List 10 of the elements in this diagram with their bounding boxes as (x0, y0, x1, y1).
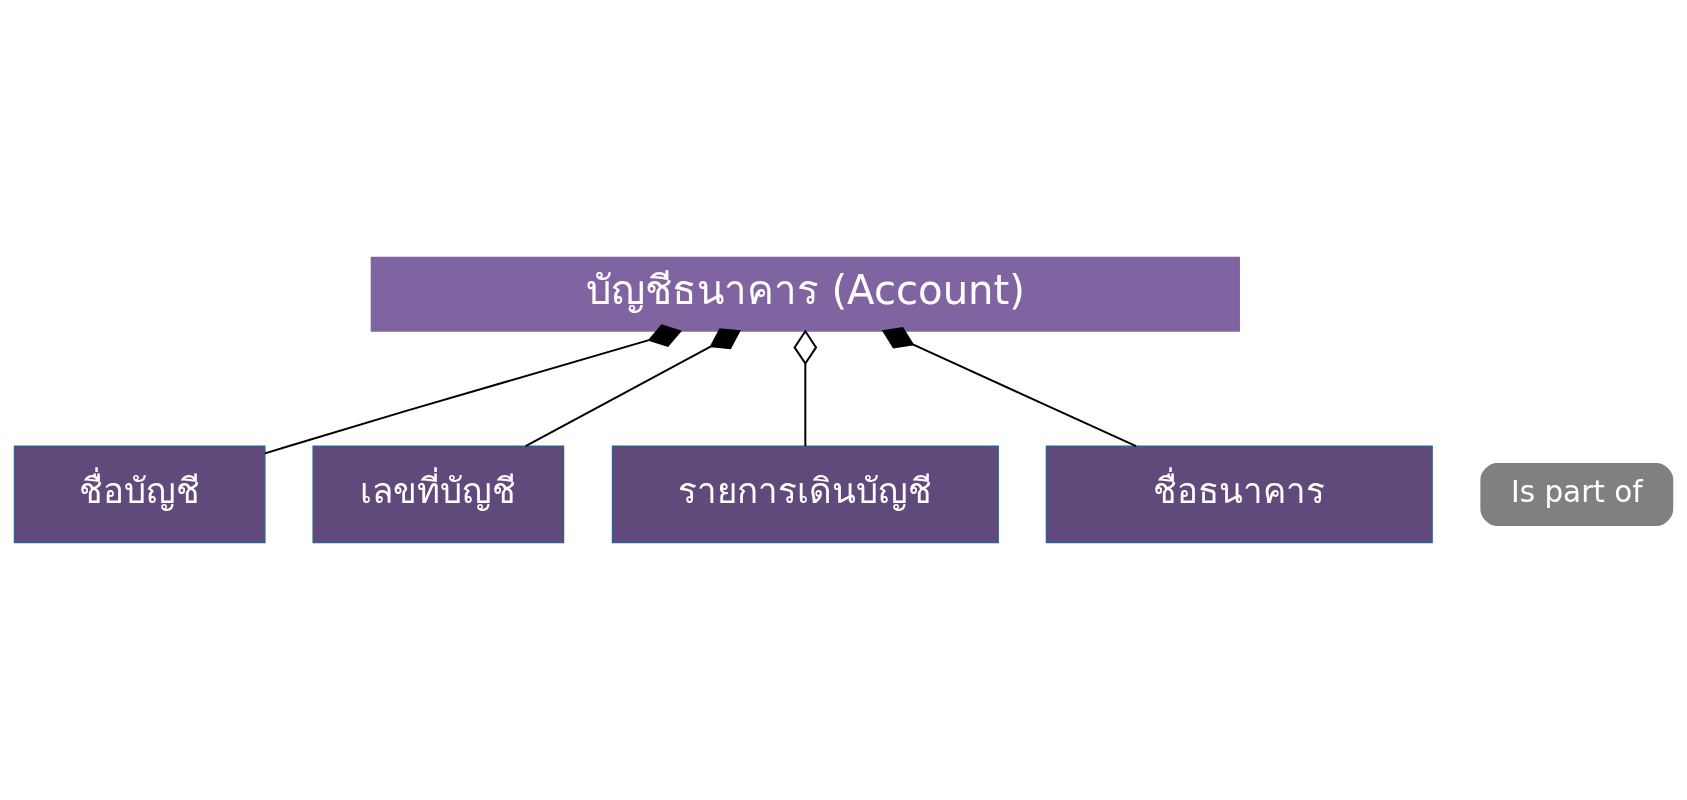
node-box: บัญชีธนาคาร (Account) (370, 256, 1240, 332)
node-box: ชื่อธนาคาร (1045, 445, 1433, 544)
connector (525, 328, 741, 447)
node-box: รายการเดินบัญชี (611, 445, 999, 544)
node-box: เลขที่บัญชี (312, 445, 565, 544)
connector (793, 329, 818, 447)
node-box: ชื่อบัญชี (13, 445, 266, 544)
connector (881, 326, 1137, 448)
node-box: Is part of (1480, 462, 1674, 526)
connector (264, 324, 682, 455)
